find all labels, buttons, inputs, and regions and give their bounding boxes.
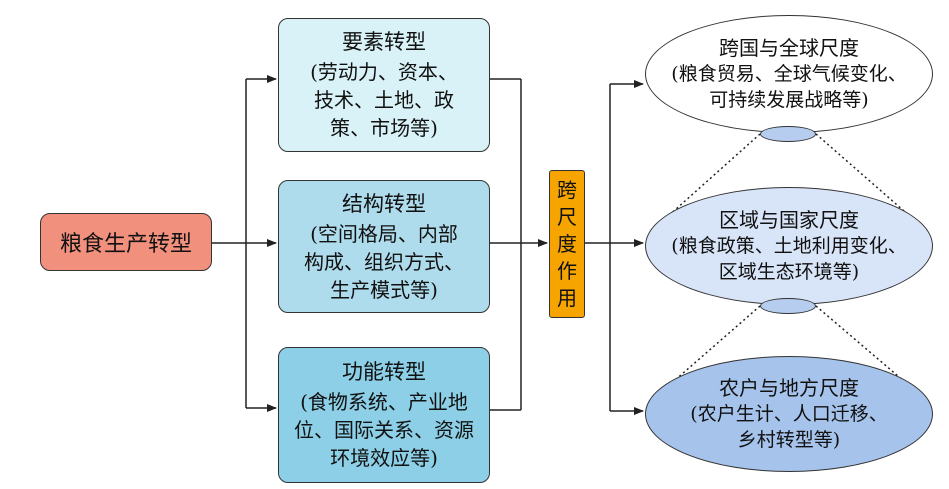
function-transition-title: 功能转型 xyxy=(342,360,426,384)
zoom-line-2-left xyxy=(665,305,761,389)
factor-transition-title: 要素转型 xyxy=(342,30,426,54)
zoom-node-global xyxy=(760,126,816,142)
local-scale-title: 农户与地方尺度 xyxy=(719,376,859,400)
national-scale-title: 区域与国家尺度 xyxy=(719,208,859,232)
function-transition-detail: (食物系统、产业地 位、国际关系、资源 环境效应等) xyxy=(294,390,474,470)
grain-production-transition-box: 粮食生产转型 xyxy=(40,213,212,271)
cross-scale-char: 度 xyxy=(557,231,577,256)
local-scale-detail: (农户生计、人口迁移、 乡村转型等) xyxy=(690,403,888,451)
function-transition-box: 功能转型 (食物系统、产业地 位、国际关系、资源 环境效应等) xyxy=(278,347,490,483)
origin-label: 粮食生产转型 xyxy=(59,232,192,257)
structure-transition-box: 结构转型 (空间格局、内部 构成、组织方式、 生产模式等) xyxy=(278,180,490,313)
factor-transition-detail: (劳动力、资本、 技术、土地、政 策、市场等) xyxy=(310,60,458,140)
local-scale-ellipse: 农户与地方尺度 (农户生计、人口迁移、 乡村转型等) xyxy=(645,356,933,472)
structure-transition-title: 结构转型 xyxy=(342,191,426,216)
cross-scale-char: 跨 xyxy=(557,177,577,202)
structure-transition-detail: (空间格局、内部 构成、组织方式、 生产模式等) xyxy=(304,221,464,302)
zoom-line-1-right xyxy=(815,133,913,219)
global-scale-title: 跨国与全球尺度 xyxy=(719,36,859,60)
national-scale-detail: (粮食政策、土地利用变化、 区域生态环境等) xyxy=(671,235,907,283)
cross-scale-interaction-box: 跨 尺 度 作 用 xyxy=(549,170,585,318)
global-scale-detail: (粮食贸易、全球气候变化、 可持续发展战略等) xyxy=(671,63,907,111)
cross-scale-char: 用 xyxy=(557,285,577,310)
factor-transition-box: 要素转型 (劳动力、资本、 技术、土地、政 策、市场等) xyxy=(278,18,490,152)
zoom-line-1-left xyxy=(665,133,761,219)
global-scale-ellipse: 跨国与全球尺度 (粮食贸易、全球气候变化、 可持续发展战略等) xyxy=(645,15,933,133)
zoom-node-national xyxy=(760,298,816,314)
cross-scale-char: 尺 xyxy=(557,204,577,229)
national-scale-ellipse: 区域与国家尺度 (粮食政策、土地利用变化、 区域生态环境等) xyxy=(645,187,933,305)
cross-scale-char: 作 xyxy=(557,258,577,283)
